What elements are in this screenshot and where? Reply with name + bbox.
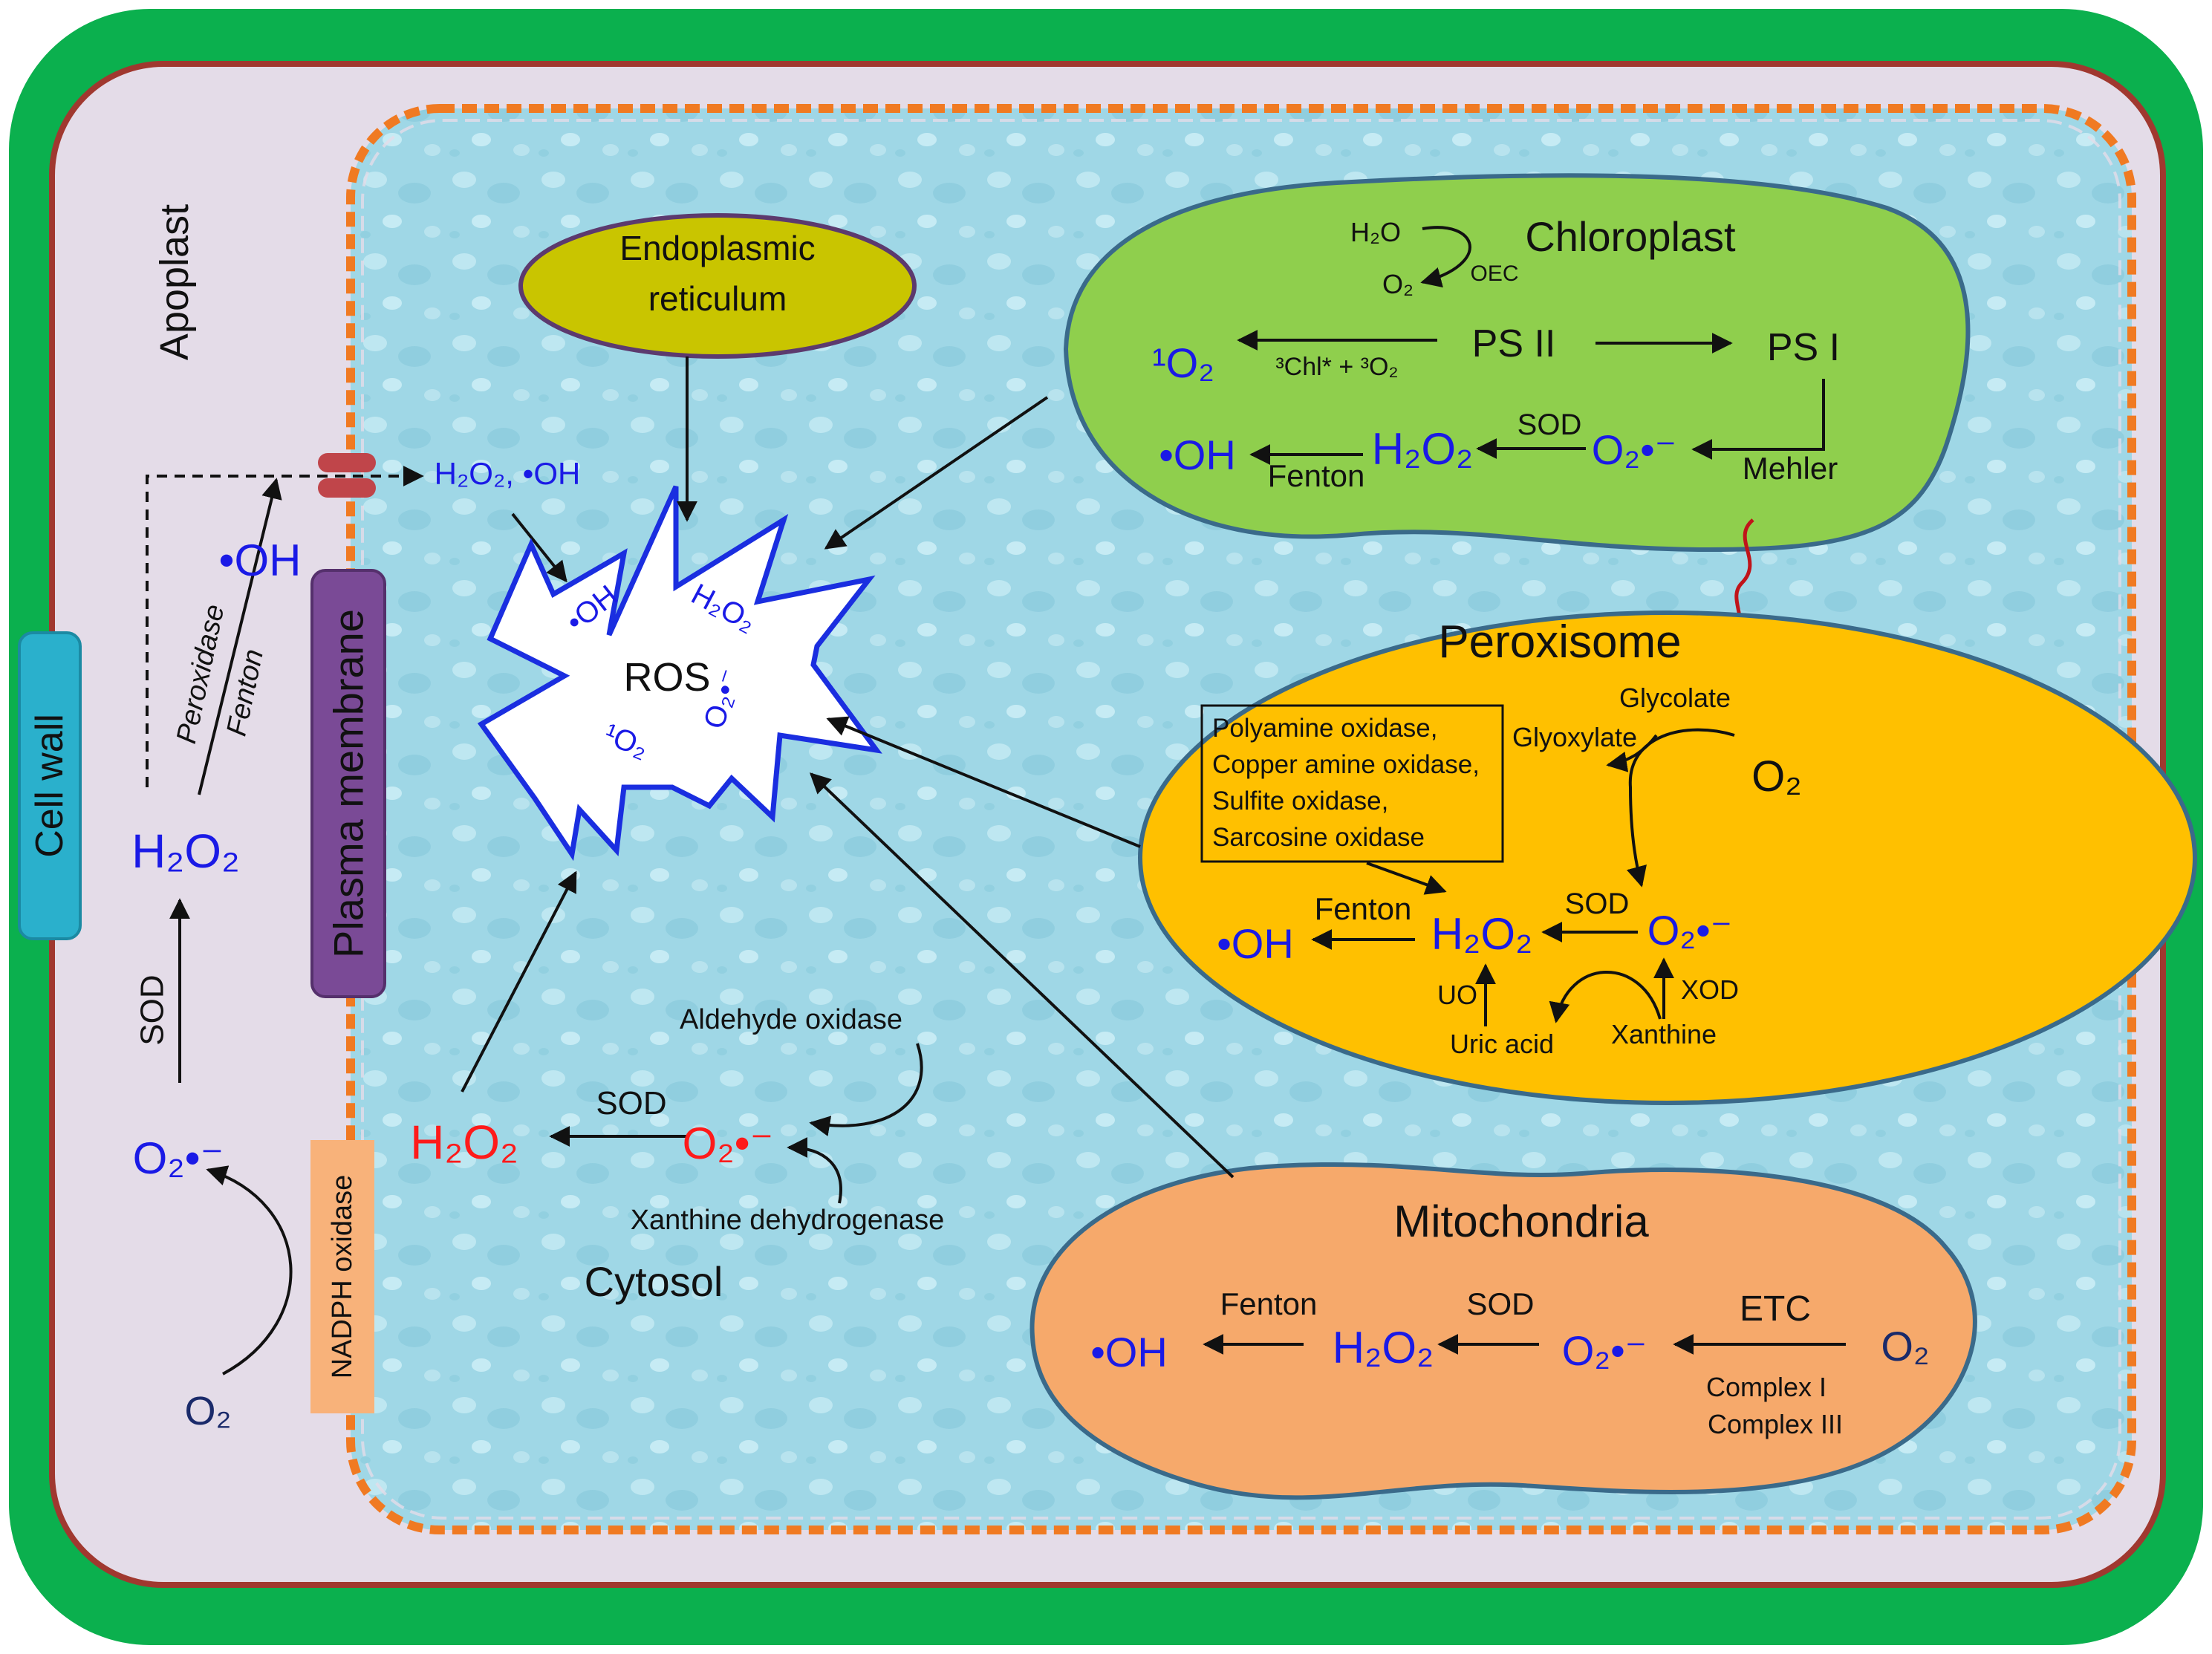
chloroplast-h2o: H₂O <box>1350 217 1401 247</box>
mitochondria-superoxide: O₂•⁻ <box>1562 1327 1647 1374</box>
apoplast-sod: SOD <box>134 974 171 1045</box>
peroxisome-box-line4: Sarcosine oxidase <box>1212 823 1425 852</box>
nadph-oxidase-label-bg <box>310 1140 374 1413</box>
mitochondria-fenton: Fenton <box>1220 1286 1318 1321</box>
mitochondria-complex3: Complex III <box>1708 1409 1843 1439</box>
chloroplast-chl: ³Chl* + ³O₂ <box>1275 353 1398 381</box>
apoplast-oh: •OH <box>218 535 301 585</box>
chloroplast-title: Chloroplast <box>1525 213 1736 260</box>
xanthine-to-uric-arrow <box>1549 971 1662 1023</box>
chloroplast-superoxide: O₂•⁻ <box>1592 426 1676 473</box>
mitochondria-sod: SOD <box>1466 1286 1534 1321</box>
cell-wall-label-bg <box>18 631 82 940</box>
endoplasmic-reticulum <box>518 213 917 359</box>
er-label-line1: Endoplasmic <box>619 229 815 267</box>
peroxisome-xanthine: Xanthine <box>1611 1019 1717 1049</box>
cytosol-sod: SOD <box>596 1085 666 1121</box>
er-label-line2: reticulum <box>648 279 787 318</box>
cytosol-h2o2: H₂O₂ <box>410 1116 518 1169</box>
peroxisome-enzyme-box <box>1200 704 1504 863</box>
cytosol-superoxide: O₂•⁻ <box>683 1119 774 1168</box>
cytosol-label: Cytosol <box>585 1258 723 1305</box>
chloroplast-to-ros-arrow <box>824 396 1049 550</box>
box-to-h2o2-arrow <box>1366 862 1447 895</box>
peroxisome-sod: SOD <box>1565 888 1630 920</box>
xanthine-dh-arrow <box>787 1137 842 1204</box>
chloroplast-fenton: Fenton <box>1268 458 1365 493</box>
peroxisome-uric-acid: Uric acid <box>1450 1029 1554 1059</box>
cytosol-to-ros-arrow <box>461 870 577 1093</box>
membrane-channel-top <box>318 453 376 472</box>
chloroplast-sod: SOD <box>1518 408 1582 441</box>
aldehyde-oxidase: Aldehyde oxidase <box>680 1004 902 1035</box>
plasma-membrane-label-bg <box>310 569 386 998</box>
ros-label: ROS <box>623 655 710 700</box>
chloroplast <box>1063 173 1971 553</box>
apoplast-h2o2: H₂O₂ <box>131 824 240 878</box>
peroxisome-uo: UO <box>1437 980 1477 1010</box>
membrane-channel-bottom <box>318 478 376 498</box>
transport-ros: H₂O₂, •OH <box>435 456 581 491</box>
peroxisome-xod: XOD <box>1681 974 1739 1005</box>
apoplast-o2: O₂ <box>185 1389 232 1433</box>
mitochondria-etc: ETC <box>1740 1289 1811 1329</box>
mitochondria-o2: O₂ <box>1881 1323 1929 1370</box>
chloroplast-ps1: PS I <box>1767 326 1840 369</box>
mitochondria-oh: •OH <box>1090 1329 1168 1375</box>
ros-burst <box>477 485 882 862</box>
chloroplast-h2o2: H₂O₂ <box>1372 424 1474 474</box>
apoplast-peroxidase-arrow <box>198 478 282 795</box>
apoplast-dashed-arrow <box>146 466 424 787</box>
peroxisome-h2o2: H₂O₂ <box>1431 909 1533 959</box>
peroxisome-o2: O₂ <box>1751 752 1802 801</box>
xanthine-dehydrogenase: Xanthine dehydrogenase <box>631 1205 945 1236</box>
aldehyde-arrow <box>809 1043 923 1136</box>
mehler-arrow <box>1691 379 1825 460</box>
glycolate-curve-arrow <box>1626 728 1735 888</box>
chloroplast-oh: •OH <box>1159 432 1236 478</box>
nadph-oxidase-label: NADPH oxidase <box>327 1175 358 1379</box>
peroxisome-to-ros-arrow <box>826 716 1141 848</box>
chloroplast-oec: OEC <box>1470 261 1518 286</box>
peroxisome-fenton: Fenton <box>1315 891 1412 926</box>
peroxisome-box-line3: Sulfite oxidase, <box>1212 787 1388 815</box>
chloroplast-mehler: Mehler <box>1743 451 1838 486</box>
glyoxylate-branch-arrow <box>1606 734 1658 772</box>
peroxisome <box>1138 611 2197 1105</box>
apoplast-superoxide: O₂•⁻ <box>133 1133 224 1183</box>
mitochondria-to-ros-arrow <box>809 772 1235 1179</box>
chloroplast-singlet-oxygen: ¹O₂ <box>1152 339 1214 386</box>
cell-wall-label: Cell wall <box>28 714 71 858</box>
nadph-arrow <box>206 1165 293 1375</box>
apoplast-label: Apoplast <box>152 204 197 360</box>
mitochondria <box>1029 1162 1977 1500</box>
peroxisome-box-line1: Polyamine oxidase, <box>1212 714 1438 743</box>
peroxisome-superoxide: O₂•⁻ <box>1647 907 1732 954</box>
plasma-membrane-label: Plasma membrane <box>325 609 372 958</box>
peroxisome-glyoxylate: Glyoxylate <box>1512 722 1637 752</box>
chloroplast-ps2: PS II <box>1472 322 1556 365</box>
chloroplast-o2: O₂ <box>1382 269 1414 299</box>
mitochondria-h2o2: H₂O₂ <box>1333 1323 1434 1373</box>
mitochondria-complex1: Complex I <box>1706 1372 1826 1402</box>
peroxisome-title: Peroxisome <box>1438 616 1681 668</box>
peroxisome-glycolate: Glycolate <box>1619 683 1731 713</box>
mitochondria-title: Mitochondria <box>1393 1196 1649 1246</box>
oec-arrow <box>1420 226 1471 288</box>
transport-to-ros-arrow <box>511 512 567 583</box>
peroxisome-oh: •OH <box>1217 920 1294 967</box>
peroxisome-box-line2: Copper amine oxidase, <box>1212 750 1480 779</box>
